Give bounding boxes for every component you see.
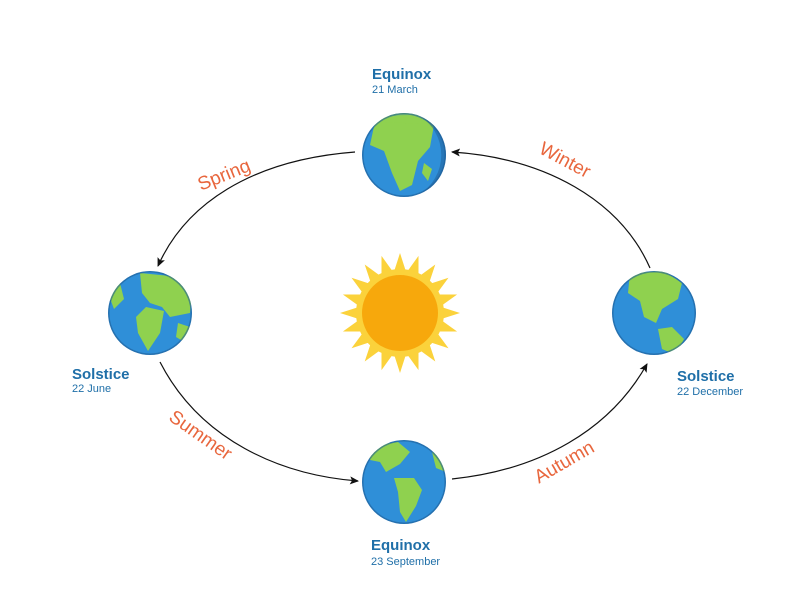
earth-icon-june: [108, 271, 192, 355]
march-event-title: Equinox: [372, 66, 432, 83]
sun-ray: [441, 307, 460, 319]
june-event-date: 22 June: [72, 383, 112, 395]
september-event-date: 23 September: [371, 556, 441, 568]
sun-ray: [394, 253, 406, 272]
earth-icon-september: [362, 440, 446, 524]
orbit-arrow-autumn: [451, 363, 648, 480]
sun-ray: [340, 307, 359, 319]
september-event-title: Equinox: [371, 537, 431, 554]
june-event-title: Solstice: [72, 366, 130, 383]
sun-ray: [394, 354, 406, 373]
orbit-arrow-spring: [157, 151, 356, 267]
december-event-title: Solstice: [677, 368, 735, 385]
earth-icon-december: [612, 271, 696, 355]
march-event-date: 21 March: [372, 84, 418, 96]
december-event-date: 22 December: [677, 386, 744, 398]
orbit-arrow-summer: [159, 361, 359, 485]
sun-icon: [340, 253, 460, 373]
orbit-arrow-winter: [451, 148, 651, 269]
earth-icon-march: [362, 113, 446, 197]
